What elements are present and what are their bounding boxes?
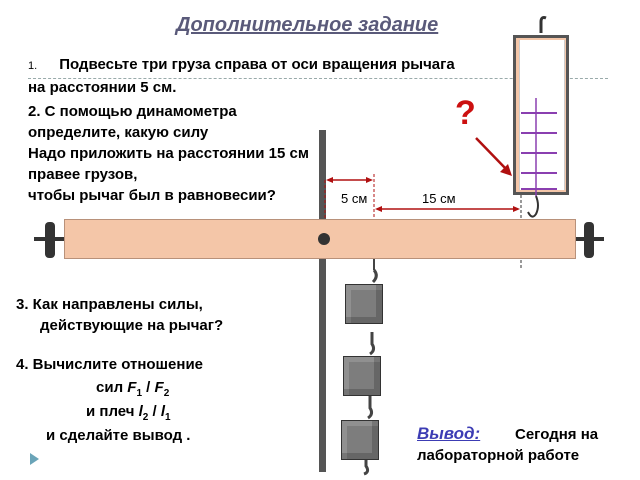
forces-prefix: сил: [96, 379, 128, 396]
weight-hook: [363, 460, 370, 476]
dimension-label-5cm: 5 см: [341, 191, 368, 206]
task-1-number: 1.: [28, 60, 38, 72]
weight-hook: [371, 269, 378, 284]
arms-prefix: и плеч: [86, 403, 139, 420]
arm-2-subscript: 2: [142, 412, 149, 423]
conclusion-label: Вывод:: [417, 424, 481, 443]
task-2-line-5: чтобы рычаг был в равновесии?: [28, 187, 276, 204]
arm-1-subscript: 1: [165, 412, 171, 423]
conclusion-text-1: Сегодня на: [515, 426, 599, 443]
dynamometer-tick: [521, 132, 557, 134]
dimension-arrow-head: [375, 206, 382, 212]
task-4-arms-ratio: и плеч l2 / l1: [86, 403, 171, 427]
force-1-symbol: F: [127, 379, 137, 396]
weight-hook: [367, 396, 374, 420]
conclusion-text-2: лабораторной работе: [417, 447, 580, 464]
slide-play-icon[interactable]: [30, 453, 39, 465]
task-4-line-1: 4. Вычислите отношение: [16, 356, 204, 373]
dynamometer-tick: [521, 172, 557, 174]
lever-left-counterweight: [45, 222, 55, 258]
task-2-line-1: 2. С помощью динамометра: [28, 103, 237, 120]
arms-slash: /: [148, 403, 161, 420]
force-1-subscript: 1: [136, 388, 142, 399]
task-4-line-4: и сделайте вывод .: [46, 427, 191, 444]
pivot-axis: [318, 233, 330, 245]
dimension-label-15cm: 15 см: [422, 191, 456, 206]
weight-block-3: [341, 420, 379, 460]
dynamometer-bottom-hook: [527, 195, 539, 218]
dynamometer-tick: [521, 112, 557, 114]
question-arrow-head: [500, 164, 512, 176]
dimension-arrow-head: [326, 177, 333, 183]
arm-2-symbol: l: [138, 403, 143, 420]
dimension-arrow-head: [366, 177, 373, 183]
task-2-line-3: Надо приложить на расстоянии 15 см: [28, 145, 309, 162]
dynamometer-scale: [519, 40, 565, 190]
task-1-line-1: 1. Подвесьте три груза справа от оси вращ…: [28, 56, 455, 75]
task-2-line-4: правее грузов,: [28, 166, 138, 183]
task-4-forces-ratio: сил F1 / F2: [96, 379, 169, 403]
weight-block-1: [345, 284, 383, 324]
force-2-subscript: 2: [163, 388, 170, 399]
arm-1-symbol: l: [160, 403, 166, 420]
task-2-line-2: определите, какую силу: [28, 124, 209, 141]
question-arrow: [475, 137, 508, 171]
title-divider: [28, 78, 608, 79]
dynamometer-top-hook: [539, 16, 547, 33]
task-1-line-2: на расстоянии 5 см.: [28, 79, 177, 96]
dynamometer-tick: [521, 152, 557, 154]
weight-block-2: [343, 356, 381, 396]
weight-hook: [369, 332, 376, 356]
forces-slash: /: [142, 379, 155, 396]
question-mark: ?: [455, 94, 476, 132]
force-2-symbol: F: [154, 379, 164, 396]
dimension-arrow-head: [513, 206, 520, 212]
task-3-line-1: 3. Как направлены силы,: [16, 296, 203, 313]
slide-title: Дополнительное задание: [176, 14, 439, 36]
dynamometer-tick: [521, 188, 557, 190]
task-3-line-2: действующие на рычаг?: [40, 317, 224, 334]
pivot-stand-pole: [319, 130, 326, 472]
lever-right-counterweight: [584, 222, 594, 258]
task-1-text-1: Подвесьте три груза справа от оси вращен…: [59, 56, 455, 73]
